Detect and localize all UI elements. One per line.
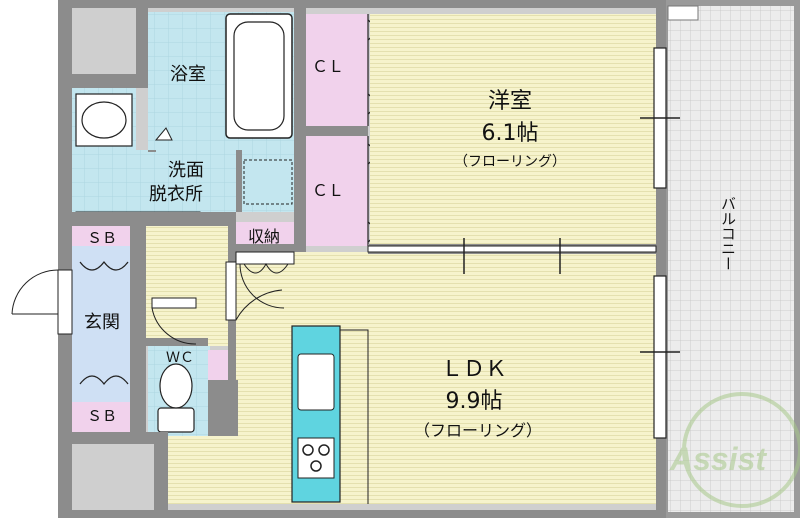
western-room-size: 6.1帖	[482, 121, 539, 146]
storage-label: 収納	[248, 227, 280, 246]
western-room-label: 洋室	[488, 89, 532, 114]
balcony-label: バルコニー	[719, 196, 737, 271]
ldk-door	[225, 261, 237, 321]
bathtub-icon	[225, 13, 293, 139]
toilet-icon	[157, 407, 195, 433]
ldk-floor: （フローリング）	[414, 421, 542, 440]
bathroom	[148, 12, 294, 150]
washbasin-icon	[75, 93, 133, 147]
hallway	[146, 226, 228, 346]
assist-logo: Assist	[669, 392, 800, 508]
washroom-label-line2: 脱衣所	[149, 184, 203, 205]
closet-lower	[306, 136, 381, 246]
ldk-size: 9.9帖	[446, 389, 503, 414]
entrance-door	[11, 269, 73, 335]
washroom	[72, 88, 294, 221]
closet-upper	[306, 14, 381, 126]
ldk-room	[168, 252, 656, 504]
storage-door	[235, 251, 295, 309]
watermark-text: Assist	[669, 441, 767, 477]
shoe-box-lower	[72, 402, 130, 432]
toilet-door	[151, 297, 197, 345]
washer-space-icon	[243, 159, 293, 205]
ldk-label: ＬＤＫ	[441, 357, 507, 382]
western-room-floor: （フローリング）	[454, 154, 566, 170]
balcony-windows	[640, 47, 680, 439]
closet-upper-label: ＣＬ	[312, 57, 344, 76]
shoe-box-upper-label: ＳＢ	[87, 229, 117, 247]
entrance-label: 玄関	[84, 312, 120, 333]
toilet-room	[148, 346, 230, 436]
toilet-label: ＷＣ	[166, 350, 194, 366]
western-room-doors	[367, 238, 657, 274]
balcony	[662, 0, 800, 518]
shoe-box-upper	[72, 226, 130, 246]
closet-lower-label: ＣＬ	[312, 181, 344, 200]
shoe-box-lower-label: ＳＢ	[87, 407, 117, 425]
sink-icon	[297, 353, 335, 411]
washroom-label-line1: 洗面	[168, 160, 204, 181]
stove-icon	[297, 437, 335, 479]
entrance	[72, 246, 130, 402]
western-room	[370, 14, 656, 246]
bath-label: 浴室	[170, 64, 206, 85]
